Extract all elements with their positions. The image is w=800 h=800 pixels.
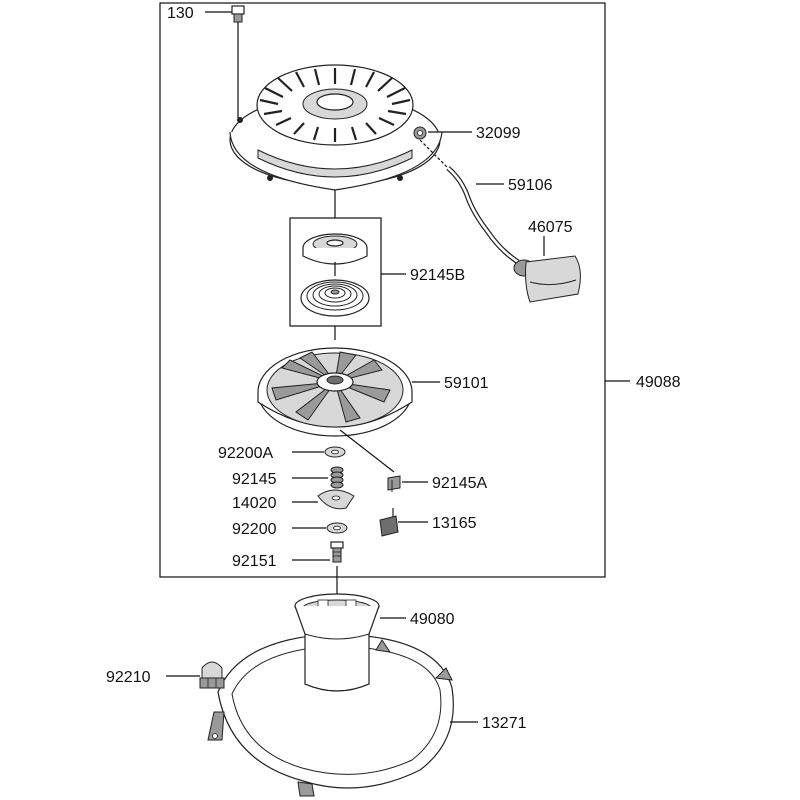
- callout-32099: 32099: [476, 125, 521, 142]
- callout-92145B: 92145B: [410, 267, 465, 284]
- callout-14020: 14020: [232, 495, 277, 512]
- pawl-13165: [379, 508, 399, 537]
- assembly-frame-49088: [159, 2, 606, 578]
- callout-49080: 49080: [410, 611, 455, 628]
- callout-13165: 13165: [432, 515, 477, 532]
- starter-rope-59106: [419, 139, 520, 265]
- spring-92145: [330, 466, 344, 489]
- washer-92200A: [324, 446, 346, 458]
- callout-92210: 92210: [106, 669, 151, 686]
- callout-46075: 46075: [528, 219, 573, 236]
- callout-92200A: 92200A: [218, 445, 273, 462]
- ratchet-spring-92145A: [387, 475, 401, 492]
- base-plate-13271: [207, 633, 454, 797]
- starter-handle-46075: [513, 255, 581, 303]
- pulley-cup-49080: [294, 593, 380, 692]
- callout-92200: 92200: [232, 521, 277, 538]
- washer-92200: [326, 522, 348, 534]
- ratchet-plate-14020: [317, 489, 355, 510]
- bolt-92151: [330, 541, 344, 563]
- callout-92151: 92151: [232, 553, 277, 570]
- recoil-spring-92145B: [300, 279, 370, 317]
- callout-59106: 59106: [508, 177, 553, 194]
- bolt-130: [231, 5, 245, 118]
- callout-13271: 13271: [482, 715, 527, 732]
- cap-nut-92210: [199, 661, 225, 689]
- callout-92145: 92145: [232, 471, 277, 488]
- callout-59101: 59101: [444, 375, 489, 392]
- callout-49088: 49088: [636, 374, 681, 391]
- callout-130: 130: [167, 5, 194, 22]
- starter-cover-32099: [229, 64, 443, 191]
- spring-case-92145B: [302, 233, 368, 265]
- reel-pulley-59101: [257, 347, 413, 437]
- callout-92145A: 92145A: [432, 475, 487, 492]
